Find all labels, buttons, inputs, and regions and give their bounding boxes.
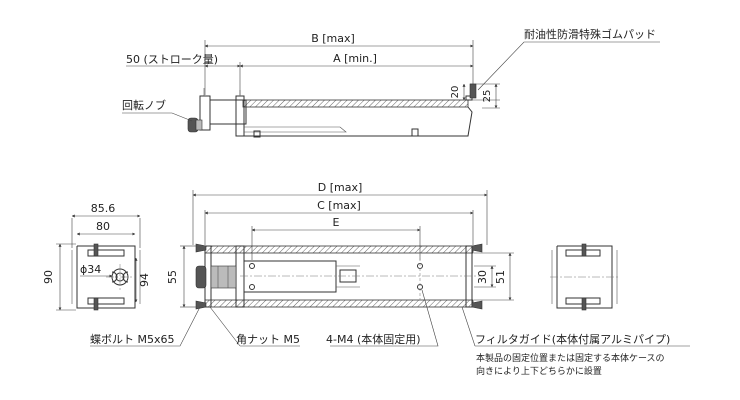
plan-view: D [max] C [max] E bbox=[90, 181, 690, 377]
dim-20-label: 20 bbox=[450, 86, 461, 99]
note-line-1: 本製品の固定位置または固定する本体ケースの bbox=[476, 352, 665, 364]
tap-holes-label: 4-M4 (本体固定用) bbox=[326, 332, 421, 346]
filter-guide-label: フィルタガイド(本体付属アルミパイプ) bbox=[475, 332, 670, 346]
top-view: B [max] A [min.] 50 (ストローク量) 耐油性防滑特殊ゴムパッ… bbox=[122, 27, 660, 138]
knob-label: 回転ノブ bbox=[122, 98, 166, 112]
phi-34-label: ϕ34 bbox=[80, 263, 101, 276]
square-nut-label: 角ナット M5 bbox=[236, 333, 300, 346]
c-max-label: C [max] bbox=[317, 199, 361, 212]
stroke-label: 50 (ストローク量) bbox=[126, 53, 218, 66]
e-label: E bbox=[333, 216, 340, 229]
note-line-2: 向きにより上下どちらかに設置 bbox=[476, 365, 602, 377]
dim-25-label: 25 bbox=[482, 90, 493, 103]
height-94-label: 94 bbox=[138, 273, 151, 287]
a-min-label: A [min.] bbox=[333, 52, 377, 65]
height-51-label: 51 bbox=[494, 270, 507, 284]
end-view-right bbox=[550, 243, 620, 311]
rubber-pad-label: 耐油性防滑特殊ゴムパッド bbox=[524, 27, 656, 41]
height-55-label: 55 bbox=[166, 270, 179, 284]
end-view-left: 85.6 80 90 ϕ34 94 bbox=[42, 202, 151, 311]
b-max-label: B [max] bbox=[311, 32, 355, 45]
height-30-label: 30 bbox=[476, 270, 489, 284]
width-85-6-label: 85.6 bbox=[91, 202, 116, 215]
d-max-label: D [max] bbox=[318, 181, 363, 194]
width-80-label: 80 bbox=[96, 220, 110, 233]
height-90-label: 90 bbox=[42, 270, 55, 284]
wing-bolt-label: 蝶ボルト M5x65 bbox=[90, 332, 175, 346]
